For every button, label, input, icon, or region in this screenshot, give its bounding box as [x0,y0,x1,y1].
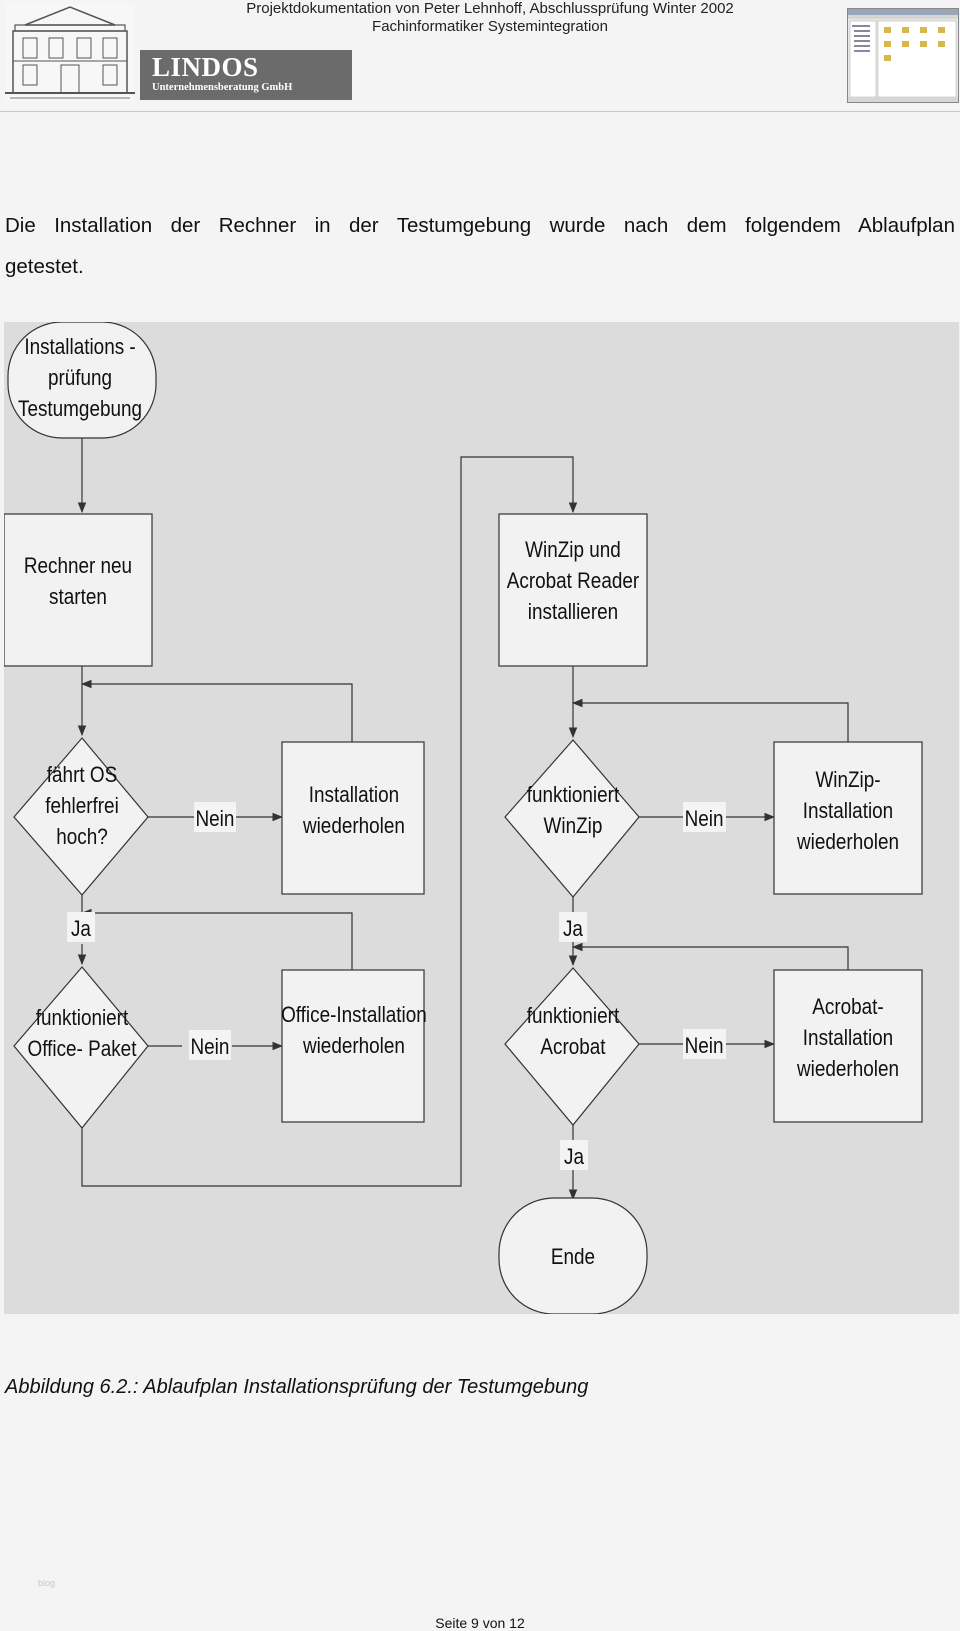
no-label-os: Nein [196,807,235,832]
winzip-decision-label-1: funktioniert [527,783,620,808]
intro-paragraph: Die Installation der Rechner in der Test… [5,205,955,287]
winzip-reinstall-label-1: WinZip- [815,768,880,793]
end-terminal [498,1197,648,1314]
winzip-reinstall-label-2: Installation [803,799,893,824]
restart-label-2: starten [49,585,107,610]
reinstall-box [281,741,425,895]
office-reinstall-label-1: Office-Installation [281,1003,427,1028]
header-divider [0,111,960,112]
acrobat-reinstall-label-1: Acrobat- [812,995,883,1020]
flowchart-connectors [77,438,849,1201]
no-label-acrobat: Nein [685,1034,724,1059]
page-header: Projektdokumentation von Peter Lehnhoff,… [0,0,960,112]
office-reinstall-box [281,969,425,1123]
end-label: Ende [551,1245,595,1270]
figure-caption: Abbildung 6.2.: Ablaufplan Installations… [5,1376,589,1398]
start-label-2: prüfung [48,366,112,391]
logo-subtitle: Unternehmensberatung GmbH [152,82,293,93]
header-title-line2: Fachinformatiker Systemintegration [372,18,608,35]
intro-line1: Die Installation der Rechner in der Test… [5,214,955,237]
restart-label-1: Rechner neu [24,554,132,579]
winzip-install-box [498,513,648,667]
winzip-install-label-1: WinZip und [525,538,621,563]
yes-label-acrobat: Ja [564,1145,585,1170]
restart-box [4,513,153,667]
building-illustration-icon [5,3,135,101]
winzip-install-label-3: installieren [528,600,618,625]
start-label-3: Testumgebung [18,397,142,422]
yes-label-winzip: Ja [563,917,584,942]
os-decision-label-2: fehlerfrei [45,794,119,819]
winzip-reinstall-label-3: wiederholen [796,830,899,855]
reinstall-label-2: wiederholen [302,814,405,839]
page-number: Seite 9 von 12 [435,1615,525,1631]
flowchart: Installations - prüfung Testumgebung Rec… [4,322,959,1314]
header-title-line1: Projektdokumentation von Peter Lehnhoff,… [246,0,734,17]
no-label-office: Nein [191,1035,230,1060]
acrobat-reinstall-label-2: Installation [803,1026,893,1051]
office-decision-label-2: Office- Paket [28,1037,137,1062]
watermark: blog [38,1578,56,1588]
company-logo: LINDOS Unternehmensberatung GmbH [140,50,352,100]
acrobat-decision-diamond [504,967,640,1126]
acrobat-decision-label-1: funktioniert [527,1004,620,1029]
logo-name: LINDOS [152,52,259,82]
no-label-winzip: Nein [685,807,724,832]
acrobat-decision-label-2: Acrobat [540,1035,605,1060]
start-terminal [7,322,157,439]
os-decision-label-1: fährt OS [47,763,117,788]
winzip-decision-label-2: WinZip [544,814,603,839]
yes-label-os: Ja [71,917,92,942]
intro-line2: getestet. [5,255,84,278]
office-decision-label-1: funktioniert [36,1006,129,1031]
os-decision-label-3: hoch? [56,825,108,850]
start-label-1: Installations - [24,335,135,360]
office-reinstall-label-2: wiederholen [302,1034,405,1059]
winzip-decision-diamond [504,739,640,898]
acrobat-reinstall-box [773,969,923,1123]
reinstall-label-1: Installation [309,783,399,808]
os-decision-diamond [13,737,149,896]
winzip-install-label-2: Acrobat Reader [507,569,640,594]
screenshot-thumbnail-icon [847,8,959,103]
acrobat-reinstall-label-3: wiederholen [796,1057,899,1082]
office-decision-diamond [13,966,149,1129]
winzip-reinstall-box [773,741,923,895]
